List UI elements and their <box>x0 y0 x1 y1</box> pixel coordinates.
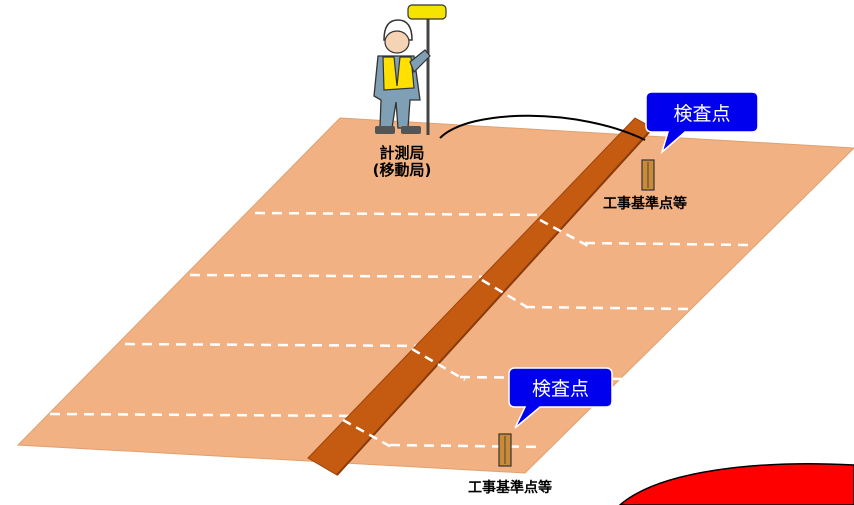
benchmark-peg-upper <box>641 159 655 191</box>
benchmark-label-lower: 工事基準点等 <box>468 480 552 496</box>
callout-upper-text: 検査点 <box>673 103 731 125</box>
station-label: 計測局 (移動局) <box>362 144 442 180</box>
surveyor-figure <box>373 4 447 135</box>
benchmark-peg-lower <box>498 433 512 467</box>
benchmark-label-upper: 工事基準点等 <box>603 196 687 212</box>
division-lines <box>49 211 754 449</box>
callout-lower-text: 検査点 <box>531 378 589 400</box>
measurement-arc <box>439 114 646 141</box>
station-label-line2: (移動局) <box>372 161 432 180</box>
ground-plane <box>16 117 854 474</box>
callout-upper <box>645 91 759 155</box>
gnss-antenna-icon <box>407 4 447 20</box>
red-alert-shape <box>618 463 854 505</box>
callout-lower <box>508 367 613 429</box>
embankment-dashes <box>342 218 591 451</box>
station-label-line1: 計測局 <box>379 144 425 162</box>
